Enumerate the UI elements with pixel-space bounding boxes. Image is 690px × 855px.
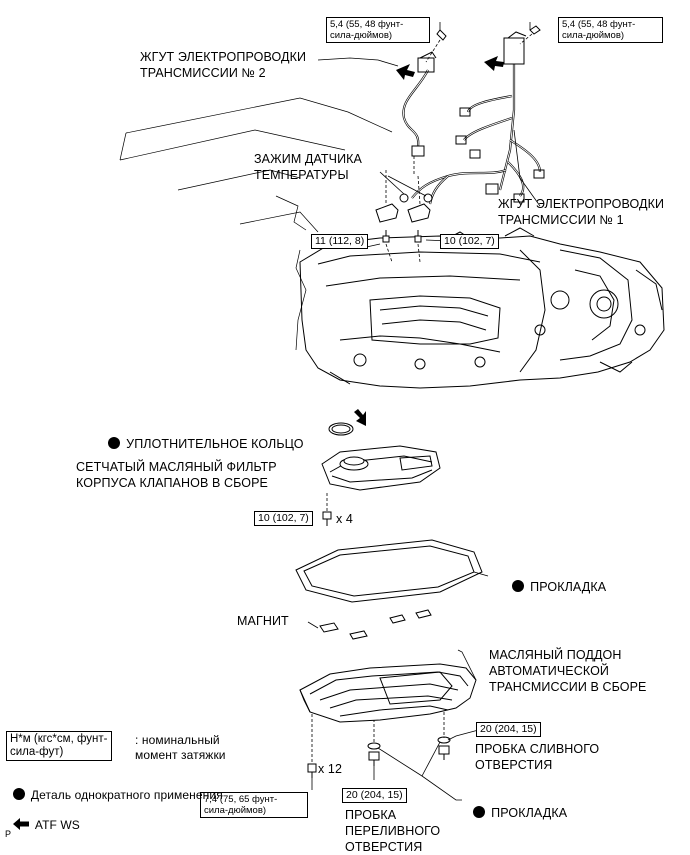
atf-arrow-harness-2 [396, 64, 415, 80]
temp-sensor-clamps [375, 193, 433, 243]
harness-1-drawing [411, 31, 545, 205]
label-oil-pan: МАСЛЯНЫЙ ПОДДОН АВТОМАТИЧЕСКОЙ ТРАНСМИСС… [489, 648, 647, 694]
magnets-drawing [319, 609, 432, 640]
assembly-lines [311, 33, 533, 764]
atf-arrow-harness-1 [484, 56, 504, 71]
label-harness-2: ЖГУТ ЭЛЕКТРОПРОВОДКИ ТРАНСМИССИИ № 2 [140, 50, 307, 80]
torque-box-harness-2-bolt: 5,4 (55, 48 фунт- сила-дюймов) [326, 17, 430, 43]
label-magnet: МАГНИТ [237, 614, 289, 628]
non-reusable-dot-icon [512, 580, 525, 592]
strainer-drawing [321, 445, 441, 491]
atf-arrow-o-ring [354, 409, 366, 426]
non-reusable-dot-icon [473, 806, 486, 818]
torque-box-clamp-right: 10 (102, 7) [440, 234, 499, 249]
atf-arrow-icon [12, 818, 29, 830]
non-reusable-dot-icon [12, 788, 25, 800]
plug-gasket-text: ПРОКЛАДКА [491, 806, 568, 820]
footer-code: P [5, 829, 12, 839]
bolts-top [436, 25, 541, 41]
label-temperature-sensor-clamp: ЗАЖИМ ДАТЧИКА ТЕМПЕРАТУРЫ [254, 152, 362, 182]
label-o-ring: УПЛОТНИТЕЛЬНОЕ КОЛЬЦО [101, 423, 304, 451]
legend-non-reusable: Деталь однократного применения [6, 774, 223, 802]
torque-box-overflow-plug: 20 (204, 15) [342, 788, 407, 803]
label-pan-gasket: ПРОКЛАДКА [505, 566, 606, 594]
legend-torque-text: : номинальный момент затяжки [135, 733, 226, 762]
vehicle-body-outline [119, 97, 393, 351]
label-strainer: СЕТЧАТЫЙ МАСЛЯНЫЙ ФИЛЬТР КОРПУСА КЛАПАНО… [76, 460, 277, 490]
pan-gasket-drawing [295, 539, 483, 603]
torque-box-harness-1-bolt: 5,4 (55, 48 фунт- сила-дюймов) [558, 17, 663, 43]
o-ring-drawing [328, 422, 354, 436]
legend-atf: ATF WS [6, 804, 80, 832]
label-overflow-plug: ПРОБКА ПЕРЕЛИВНОГО ОТВЕРСТИЯ [345, 808, 441, 854]
torque-box-pan-bolts: 7,4 (75, 65 фунт- сила-дюймов) [200, 792, 308, 818]
qty-strainer-bolts: x 4 [336, 512, 353, 526]
strainer-bolt [322, 511, 332, 526]
qty-pan-bolts: x 12 [318, 762, 343, 776]
transmission-case [299, 227, 665, 389]
torque-box-clamp-left: 11 (112, 8) [311, 234, 369, 249]
pan-hardware [307, 736, 451, 778]
label-harness-1: ЖГУТ ЭЛЕКТРОПРОВОДКИ ТРАНСМИССИИ № 1 [498, 197, 665, 227]
harness-2-drawing [402, 51, 437, 157]
legend-torque-box: Н*м (кгс*см, фунт- сила-фут) [6, 731, 112, 761]
label-drain-plug: ПРОБКА СЛИВНОГО ОТВЕРСТИЯ [475, 742, 600, 772]
label-plug-gasket: ПРОКЛАДКА [466, 792, 567, 820]
non-reusable-dot-icon [108, 437, 121, 449]
oil-pan-drawing [299, 663, 477, 723]
torque-box-strainer: 10 (102, 7) [254, 511, 313, 526]
o-ring-text: УПЛОТНИТЕЛЬНОЕ КОЛЬЦО [126, 437, 304, 451]
legend-non-reusable-text: Деталь однократного применения [30, 788, 223, 802]
pan-gasket-text: ПРОКЛАДКА [530, 580, 607, 594]
legend-atf-text: ATF WS [34, 818, 80, 832]
torque-box-drain-plug: 20 (204, 15) [476, 722, 541, 737]
